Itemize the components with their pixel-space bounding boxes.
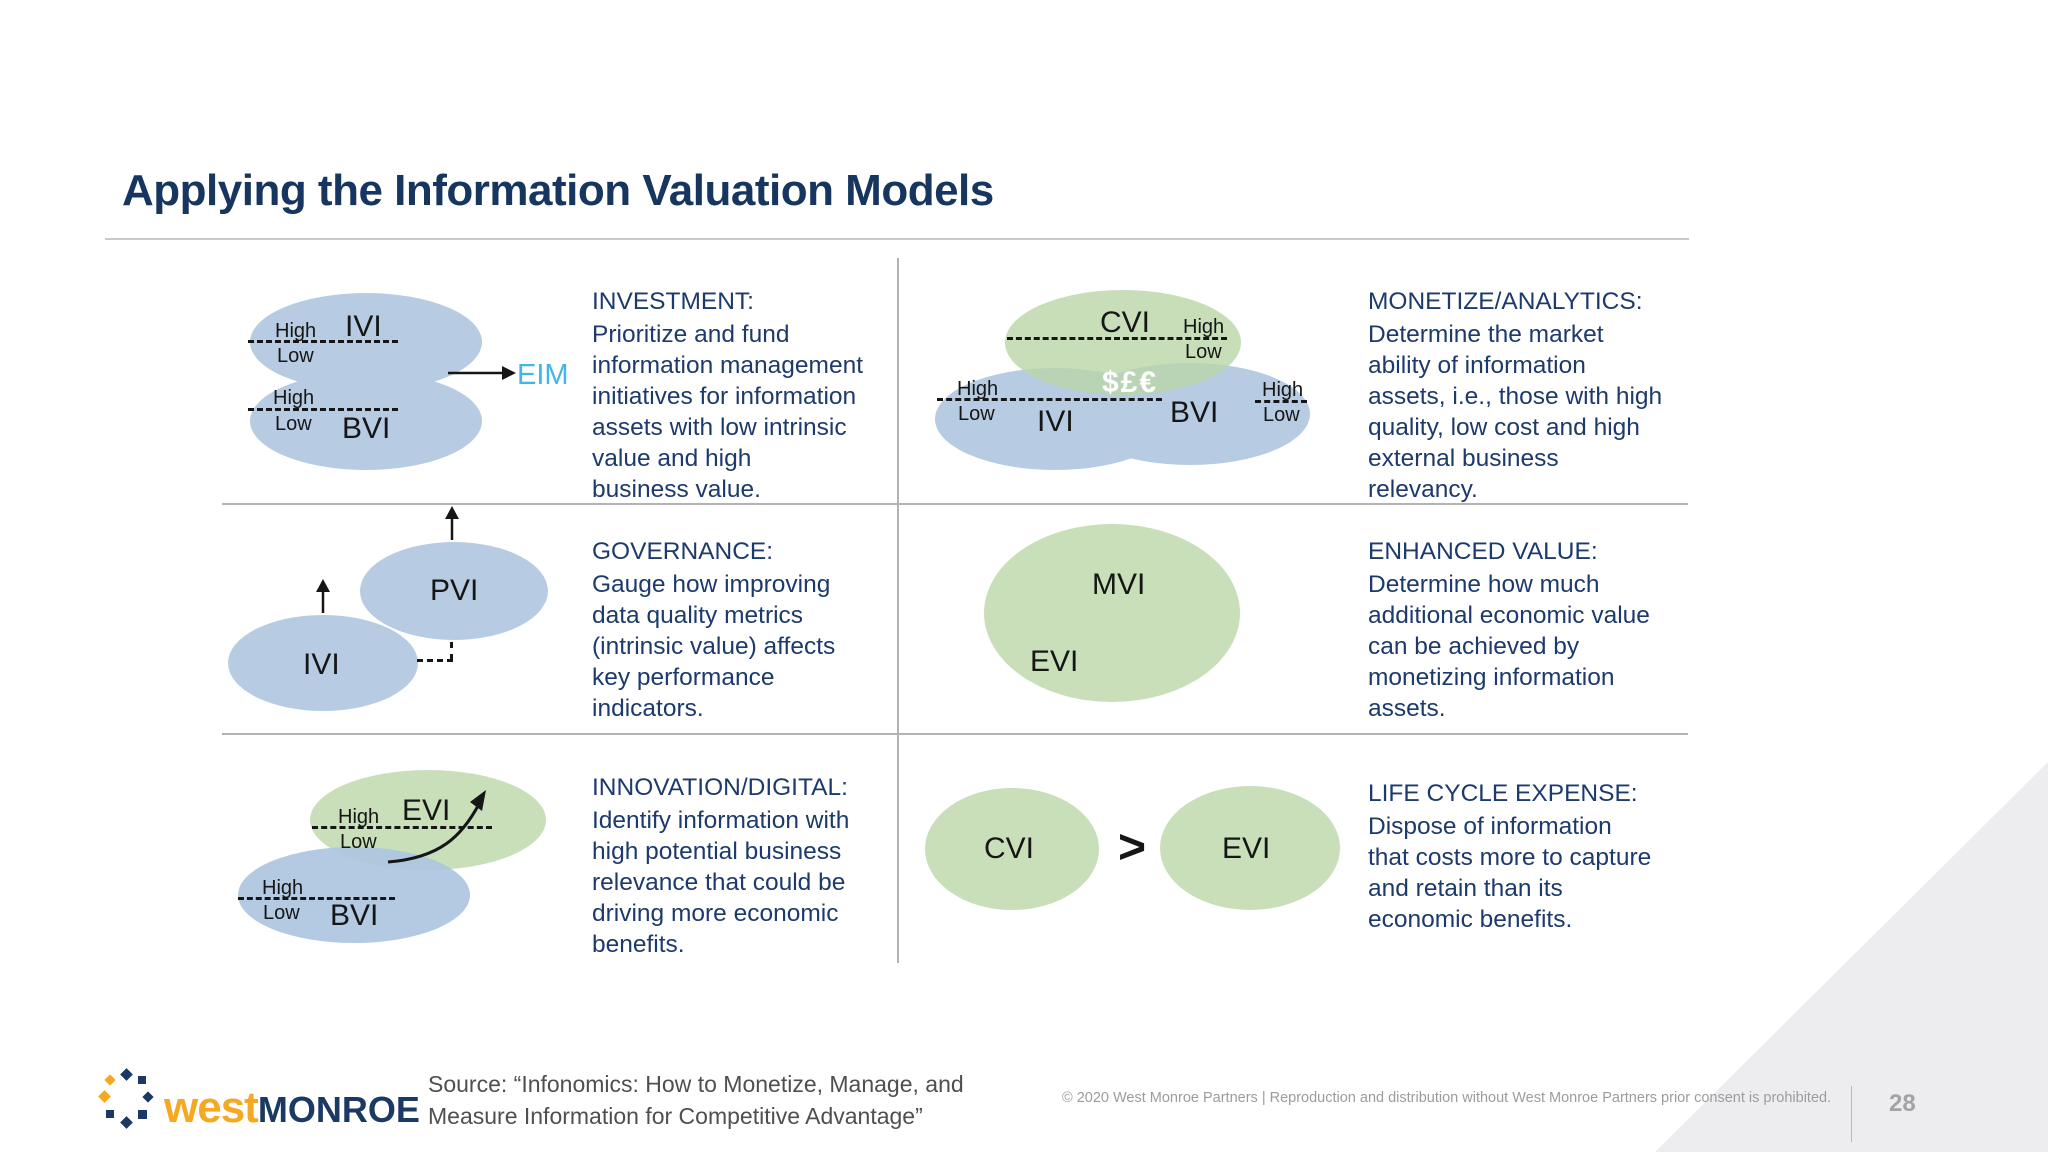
bvi-ellipse bbox=[238, 847, 470, 943]
high-label: High bbox=[1262, 379, 1304, 401]
pvi-ellipse bbox=[360, 542, 548, 640]
grid-divider-vertical bbox=[897, 258, 899, 963]
high-label: High bbox=[273, 387, 315, 409]
high-label: High bbox=[275, 320, 317, 342]
section-body-lifecycle: Dispose of information that costs more t… bbox=[1368, 813, 1652, 933]
dashed-connector-horizontal bbox=[417, 659, 453, 662]
bvi-label: BVI bbox=[330, 899, 379, 932]
grid-divider-horizontal-1 bbox=[222, 503, 1688, 505]
low-label: Low bbox=[275, 413, 312, 435]
bvi-ellipse bbox=[250, 372, 482, 470]
section-body-enhanced: Determine how much additional economic v… bbox=[1368, 571, 1650, 722]
ivi-label: IVI bbox=[303, 648, 340, 681]
section-heading-innovation: INNOVATION/DIGITAL: bbox=[592, 774, 848, 801]
low-label: Low bbox=[340, 831, 377, 853]
high-label: High bbox=[262, 877, 304, 899]
logo-mark-icon bbox=[98, 1068, 154, 1129]
threshold-line-cvi bbox=[1007, 337, 1227, 340]
bvi-label: BVI bbox=[342, 412, 391, 445]
low-label: Low bbox=[263, 902, 300, 924]
evi-label: EVI bbox=[1222, 832, 1271, 865]
footer-divider bbox=[1851, 1086, 1852, 1142]
currency-symbols: $£€ bbox=[1102, 366, 1159, 399]
cvi-ellipse bbox=[925, 788, 1099, 910]
low-label: Low bbox=[1263, 404, 1300, 426]
pvi-label: PVI bbox=[430, 574, 479, 607]
low-label: Low bbox=[958, 403, 995, 425]
section-heading-investment: INVESTMENT: bbox=[592, 288, 754, 315]
page-number: 28 bbox=[1889, 1090, 1916, 1117]
title-underline bbox=[105, 238, 1689, 240]
high-label: High bbox=[338, 806, 380, 828]
copyright-text: © 2020 West Monroe Partners | Reproducti… bbox=[1062, 1090, 1832, 1106]
low-label: Low bbox=[277, 345, 314, 367]
mvi-evi-ellipse bbox=[984, 524, 1240, 702]
cvi-label: CVI bbox=[1100, 306, 1151, 339]
ivi-label: IVI bbox=[1037, 405, 1074, 438]
mvi-label: MVI bbox=[1092, 568, 1146, 601]
section-heading-lifecycle: LIFE CYCLE EXPENSE: bbox=[1368, 780, 1638, 807]
up-arrow-icon bbox=[316, 579, 330, 613]
growth-curve-arrow-icon bbox=[387, 790, 486, 864]
threshold-line-left bbox=[937, 398, 1162, 401]
grid-divider-horizontal-2 bbox=[222, 733, 1688, 735]
logo-west-text: west bbox=[164, 1083, 259, 1132]
greater-than-symbol: > bbox=[1118, 821, 1147, 874]
section-body-investment: Prioritize and fund information manageme… bbox=[592, 321, 864, 503]
high-label: High bbox=[957, 378, 999, 400]
section-body-monetize: Determine the market ability of informat… bbox=[1368, 321, 1663, 503]
source-citation: Source: “Infonomics: How to Monetize, Ma… bbox=[428, 1071, 964, 1129]
low-label: Low bbox=[1185, 341, 1222, 363]
section-heading-governance: GOVERNANCE: bbox=[592, 538, 774, 565]
cvi-ellipse bbox=[1005, 290, 1241, 395]
threshold-line-evi bbox=[312, 826, 492, 829]
section-heading-enhanced: ENHANCED VALUE: bbox=[1368, 538, 1598, 565]
threshold-line-ivi bbox=[248, 340, 398, 343]
right-arrow-icon bbox=[448, 366, 516, 380]
threshold-line-bvi bbox=[238, 897, 395, 900]
section-body-innovation: Identify information with high potential… bbox=[592, 807, 850, 958]
bvi-label: BVI bbox=[1170, 396, 1219, 429]
ivi-label: IVI bbox=[345, 310, 382, 343]
evi-label: EVI bbox=[1030, 645, 1079, 678]
dashed-connector-vertical bbox=[450, 642, 453, 660]
logo-monroe-text: MONROE bbox=[257, 1089, 420, 1130]
section-body-governance: Gauge how improving data quality metrics… bbox=[592, 571, 836, 722]
up-arrow-icon bbox=[445, 506, 459, 540]
evi-label: EVI bbox=[402, 794, 451, 827]
threshold-line-bvi bbox=[248, 408, 398, 411]
page-title: Applying the Information Valuation Model… bbox=[122, 166, 994, 215]
section-heading-monetize: MONETIZE/ANALYTICS: bbox=[1368, 288, 1643, 315]
evi-ellipse bbox=[1160, 786, 1340, 910]
cvi-label: CVI bbox=[984, 832, 1035, 865]
ivi-ellipse bbox=[228, 615, 418, 711]
eim-label: EIM bbox=[517, 359, 569, 391]
threshold-line-right bbox=[1255, 400, 1307, 403]
high-label: High bbox=[1183, 316, 1225, 338]
